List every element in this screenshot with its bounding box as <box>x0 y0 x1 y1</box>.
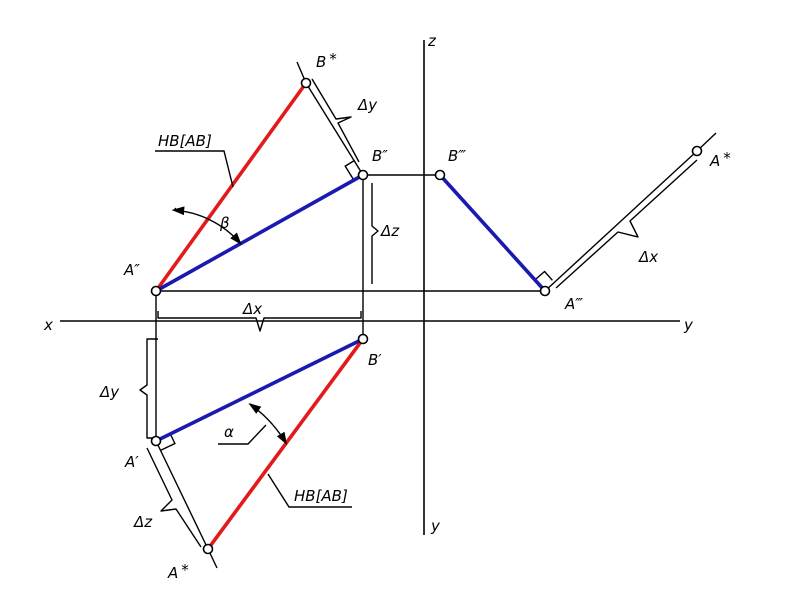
leader-hb-top <box>155 150 234 188</box>
brace-dz-bottom <box>146 447 202 548</box>
angle-beta-leader <box>174 207 177 211</box>
perp-a-top-a-star <box>155 440 209 550</box>
angle-alpha-leader <box>218 424 267 445</box>
axes <box>60 40 680 535</box>
point-a-top <box>150 435 162 447</box>
point-b-side <box>434 169 446 181</box>
point-label-b-side: B‴ <box>448 147 466 165</box>
point-b-top <box>357 333 369 345</box>
brace-dx-middle <box>157 311 362 332</box>
frontal-projection-ab <box>154 173 365 293</box>
points <box>150 77 703 555</box>
point-a-front <box>150 285 162 297</box>
angle-arc-alpha <box>248 403 288 445</box>
dim-label-dx-right: Δx <box>638 248 658 266</box>
leader-label-hb-top: HB[AB] <box>158 132 212 150</box>
dim-label-dz-bottom: Δz <box>133 513 153 531</box>
dim-label-dx-middle: Δx <box>242 300 262 318</box>
point-label-b-star-top: B* <box>316 50 337 71</box>
profile-projection-ab <box>438 173 547 293</box>
right-angle-markers <box>160 159 553 452</box>
axis-label-z: z <box>427 32 437 50</box>
brace-dx-right <box>555 159 698 289</box>
point-a-star-bottom <box>202 543 214 555</box>
dimension-braces <box>139 78 698 548</box>
brace-dy-top <box>311 78 360 163</box>
dim-label-dz-right: Δz <box>380 222 400 240</box>
projection-lines <box>154 173 547 443</box>
angle-label-beta: β <box>219 214 230 232</box>
true-length-leaders <box>155 150 352 508</box>
point-label-a-star-right: A* <box>709 149 731 170</box>
point-label-a-star-bottom: A* <box>167 561 189 582</box>
axis-label-x: x <box>43 316 53 334</box>
point-label-b-top: B′ <box>368 351 382 369</box>
angle-arcs <box>171 206 288 445</box>
angle-arc-beta <box>171 206 242 245</box>
axis-label-y-horizontal: y <box>683 316 694 334</box>
angle-label-alpha: α <box>224 423 234 441</box>
right-angle-a-top <box>160 433 176 452</box>
horizontal-projection-ab <box>154 337 365 443</box>
right-angle-b-front <box>344 159 355 181</box>
point-b-star-top <box>300 77 312 89</box>
point-label-a-side: A‴ <box>564 295 583 313</box>
brace-dz-right <box>371 183 379 284</box>
point-label-b-front: B″ <box>372 147 388 165</box>
point-a-star-right <box>691 145 703 157</box>
point-a-side <box>539 285 551 297</box>
dim-label-dy-left: Δy <box>99 383 120 401</box>
construction-lines <box>155 61 717 569</box>
leader-label-hb-bottom: HB[AB] <box>294 487 348 505</box>
point-b-front <box>357 169 369 181</box>
point-label-a-top: A′ <box>124 453 139 471</box>
point-label-a-front: A″ <box>123 261 140 279</box>
perp-a-side-a-star <box>544 150 698 292</box>
true-length-front <box>154 81 308 293</box>
leader-hb-bottom <box>267 473 352 508</box>
perp-b-front-b-star <box>305 82 364 176</box>
brace-dy-left <box>139 338 158 439</box>
right-angle-a-side <box>535 270 553 281</box>
axis-label-y-vertical: y <box>430 517 441 535</box>
dim-label-dy-top: Δy <box>357 96 378 114</box>
